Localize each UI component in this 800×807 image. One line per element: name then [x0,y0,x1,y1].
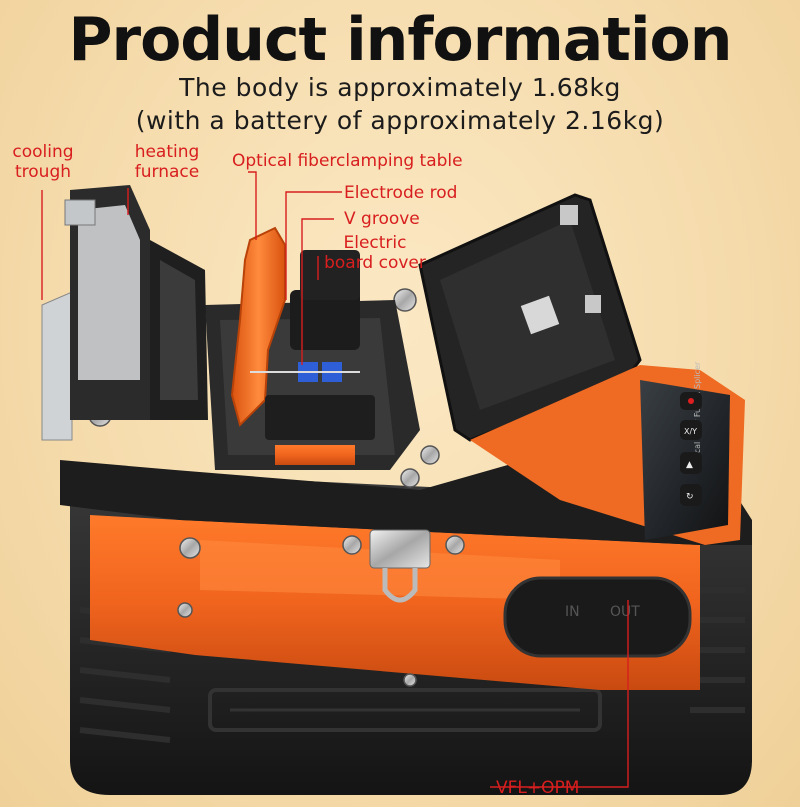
label-clamping-table: Optical fiberclamping table [232,151,463,171]
key-buttons: X/Y ▲ ↻ [680,392,702,506]
svg-text:↻: ↻ [686,492,694,502]
leader-lines [41,171,629,788]
label-heating-line1: heating [134,142,200,162]
screen-text: Optical Fiber Fusion Splicer [693,361,702,470]
electrode-block [290,290,360,350]
weight-body-text: The body is approximately 1.68kg [179,73,621,102]
port-in-label: IN [565,604,580,620]
svg-text:▲: ▲ [686,460,693,470]
label-cooling-line2: trough [14,162,72,182]
weight-battery-text: (with a battery of approximately 2.16kg) [135,106,665,135]
label-heating-furnace: heating furnace [124,142,210,182]
label-board-cover: Electric board cover [310,233,440,273]
label-board-cover-line1: Electric [343,233,407,253]
cooling-trough [41,291,73,441]
latch-clip [369,529,431,569]
key-xy-label: X/Y [684,427,697,436]
label-board-cover-line2: board cover [324,253,426,273]
port-cover [503,576,692,658]
label-cooling-line1: cooling [12,142,74,162]
label-cooling-trough: cooling trough [4,142,82,182]
label-electrode-rod: Electrode rod [344,183,458,203]
label-vfl-opm: VFL+OPM [496,778,580,798]
bottom-grille [208,688,602,732]
board-cover [300,250,360,300]
label-heating-line2: furnace [134,162,200,182]
port-out-label: OUT [610,604,640,620]
page-title: Product information [68,5,733,75]
label-v-groove: V groove [344,209,420,229]
